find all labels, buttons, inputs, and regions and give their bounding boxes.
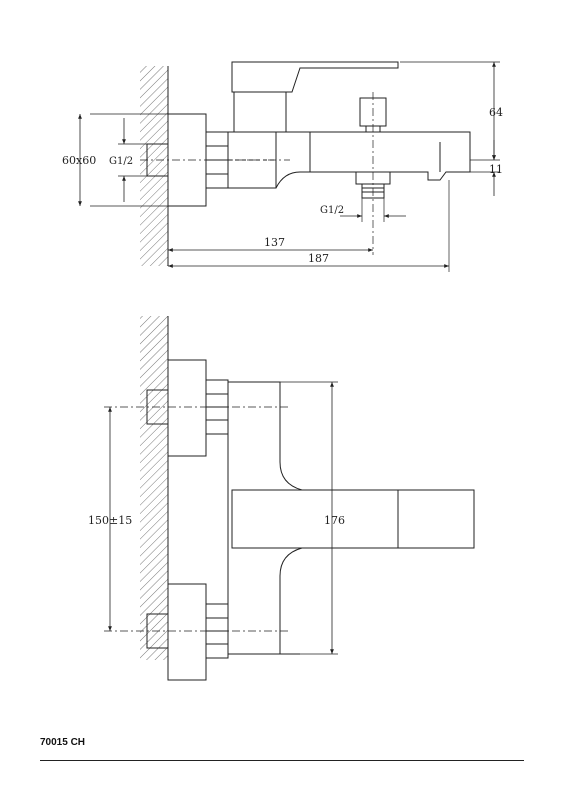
dim-label-11: 11 (489, 163, 503, 176)
lever-base-top (233, 91, 287, 133)
footer-rule (40, 760, 524, 761)
mixer-body-front (227, 381, 303, 655)
spout-top (275, 131, 471, 189)
front-view (104, 316, 475, 681)
top-view (78, 61, 500, 272)
front-view-labels: 150±15 176 (88, 514, 345, 527)
dim-label-150: 150±15 (88, 514, 132, 527)
spout-bar-front (231, 489, 475, 549)
product-code: 70015 CH (40, 737, 86, 748)
dim-label-g12-outlet: G1/2 (320, 205, 344, 216)
dim-label-g12-wall: G1/2 (109, 156, 133, 167)
top-view-labels: 64 11 60x60 G1/2 G1/2 137 187 (62, 106, 503, 265)
dim-label-64: 64 (489, 106, 503, 119)
dim-label-176: 176 (324, 514, 345, 527)
escutcheon-upper (167, 359, 207, 457)
lever-handle-top (231, 61, 399, 93)
dim-label-137: 137 (264, 236, 285, 249)
wall-hatch-top (140, 66, 168, 266)
dim-label-187: 187 (308, 252, 329, 265)
wall-hatch-front (140, 316, 168, 660)
dim-label-60x60: 60x60 (62, 154, 96, 167)
escutcheon-lower (167, 583, 207, 681)
